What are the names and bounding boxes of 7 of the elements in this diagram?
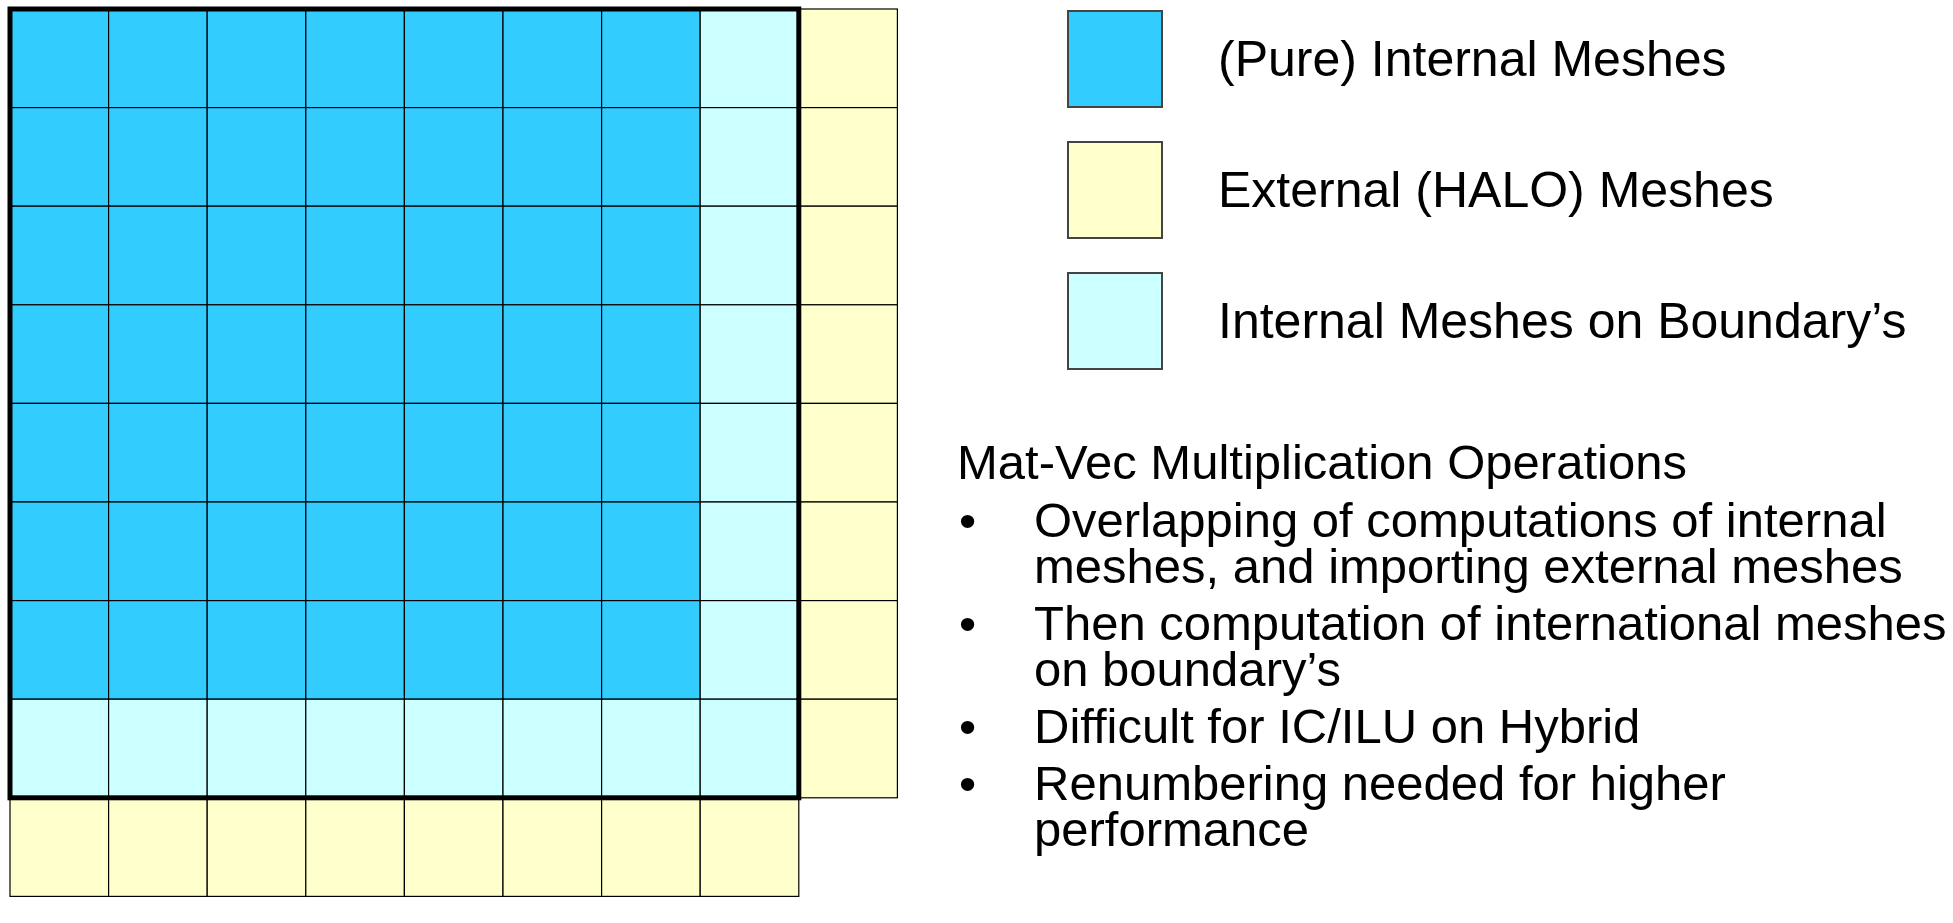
bullet-mark: •: [959, 760, 977, 806]
bullet-mark: •: [959, 497, 977, 543]
bullet-mark: •: [959, 703, 977, 749]
legend-label: (Pure) Internal Meshes: [1218, 31, 1727, 87]
bullet-mark: •: [959, 600, 977, 646]
legend-label: External (HALO) Meshes: [1218, 162, 1774, 218]
legend-label: Internal Meshes on Boundary’s: [1218, 293, 1907, 349]
